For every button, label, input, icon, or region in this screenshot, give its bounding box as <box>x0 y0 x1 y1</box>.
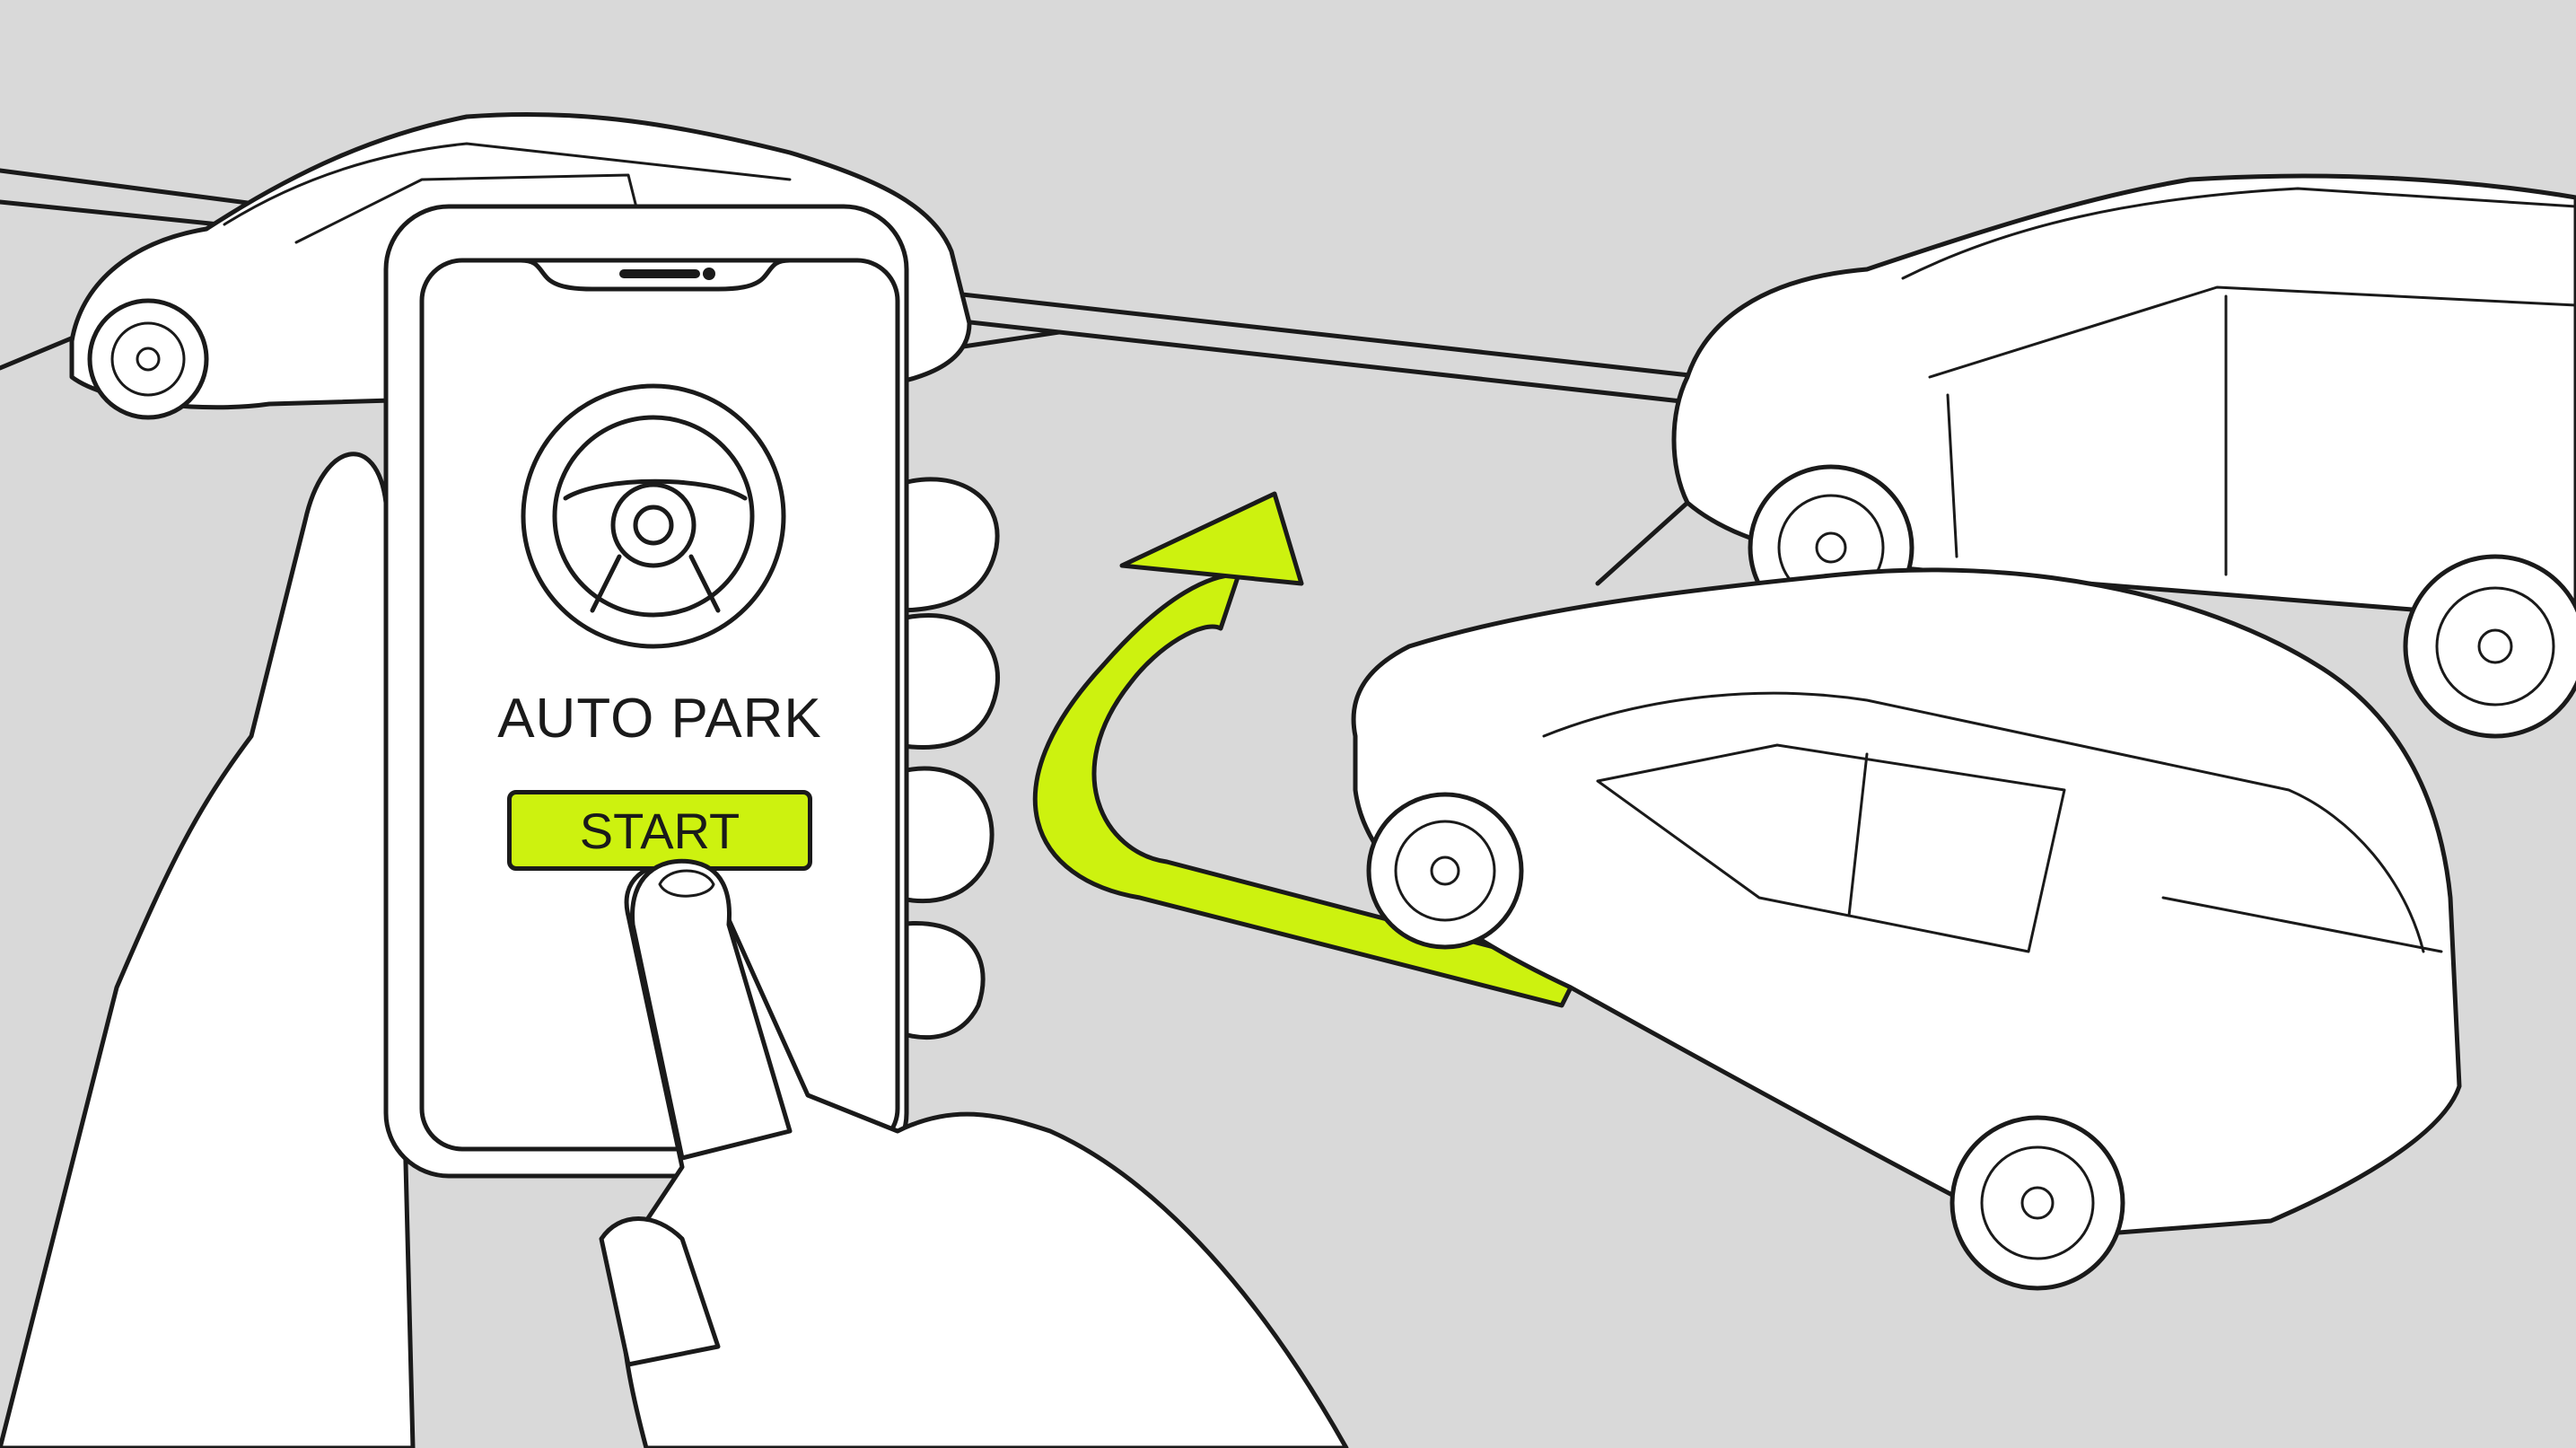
phone-screen: AUTO PARK START <box>422 260 898 1149</box>
suv-car <box>1671 173 2576 739</box>
app-title: AUTO PARK <box>497 688 822 750</box>
steering-wheel-icon <box>521 383 786 649</box>
hatchback-car <box>1351 567 2462 1291</box>
parking-path-arrow-icon <box>1032 491 1582 1008</box>
left-hand <box>0 452 1000 1448</box>
start-button[interactable]: START <box>507 790 812 871</box>
